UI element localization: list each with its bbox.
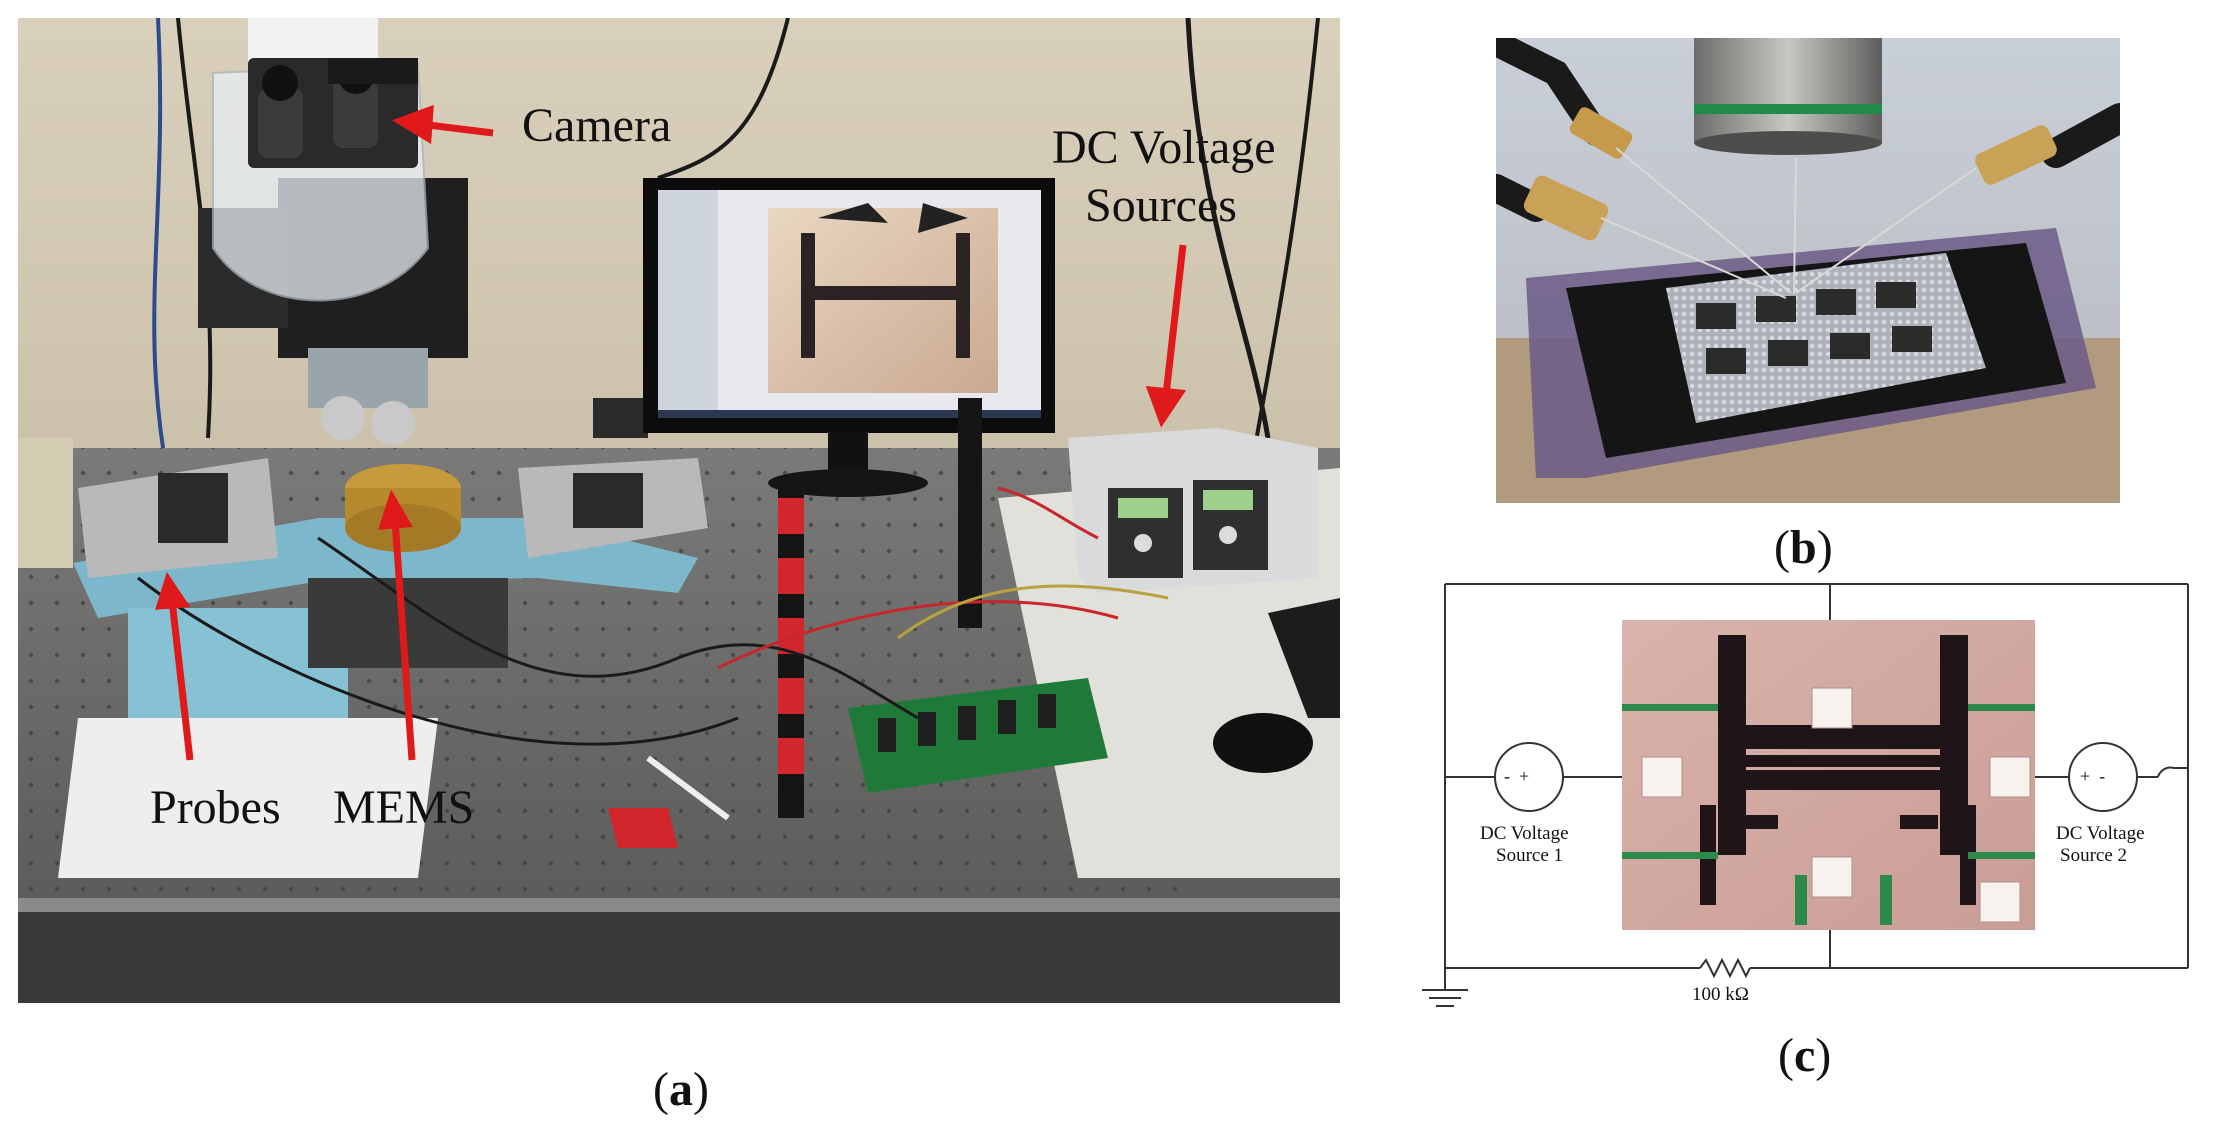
- source-2-polarity: + -: [2080, 766, 2106, 786]
- mems-label: MEMS: [333, 781, 475, 834]
- resistor-symbol: [1699, 957, 1751, 979]
- panel-c-caption: (c): [1778, 1029, 1832, 1082]
- panel-b-caption: (b): [1774, 521, 1833, 574]
- lab-setup-photo: [18, 18, 1340, 1003]
- source-1-polarity: - +: [1504, 766, 1530, 786]
- panel-a-caption: (a): [653, 1063, 709, 1116]
- probe-closeup-photo: [1496, 38, 2120, 503]
- camera-label: Camera: [522, 99, 672, 152]
- source-1-label-line1: DC Voltage: [1480, 823, 1569, 844]
- lab-setup-illustration: [18, 18, 1340, 1003]
- voltage-source-1-symbol: [1494, 742, 1564, 812]
- panel-b: (b): [1490, 0, 2218, 580]
- dc-sources-label-line2: Sources: [1085, 179, 1237, 232]
- probes-label: Probes: [150, 781, 281, 834]
- dc-sources-label-line1: DC Voltage: [1052, 121, 1276, 174]
- camera-arrow-head: [391, 104, 434, 144]
- resistor-label: 100 kΩ: [1692, 984, 1749, 1005]
- probes-arrow-head: [155, 571, 191, 610]
- voltage-source-2-symbol: [2068, 742, 2138, 812]
- source-2-label-line2: Source 2: [2060, 845, 2128, 866]
- dc-sources-arrow: [1162, 244, 1187, 396]
- mems-arrow-head: [378, 489, 413, 530]
- circuit-schematic: [1422, 583, 2189, 1007]
- annotation-arrows: [155, 104, 1187, 761]
- panel-c: - + + - DC Voltage Source 1 DC Voltage S…: [1400, 560, 2218, 1132]
- probes-arrow: [168, 599, 194, 761]
- probe-closeup-illustration: [1496, 38, 2120, 503]
- source-2-label-line1: DC Voltage: [2056, 823, 2145, 844]
- dc-sources-arrow-head: [1145, 385, 1187, 428]
- panel-a: Camera DC Voltage Sources Probes MEMS (a…: [18, 18, 1340, 1116]
- source-1-label-line2: Source 1: [1496, 845, 1564, 866]
- mems-arrow: [391, 519, 416, 761]
